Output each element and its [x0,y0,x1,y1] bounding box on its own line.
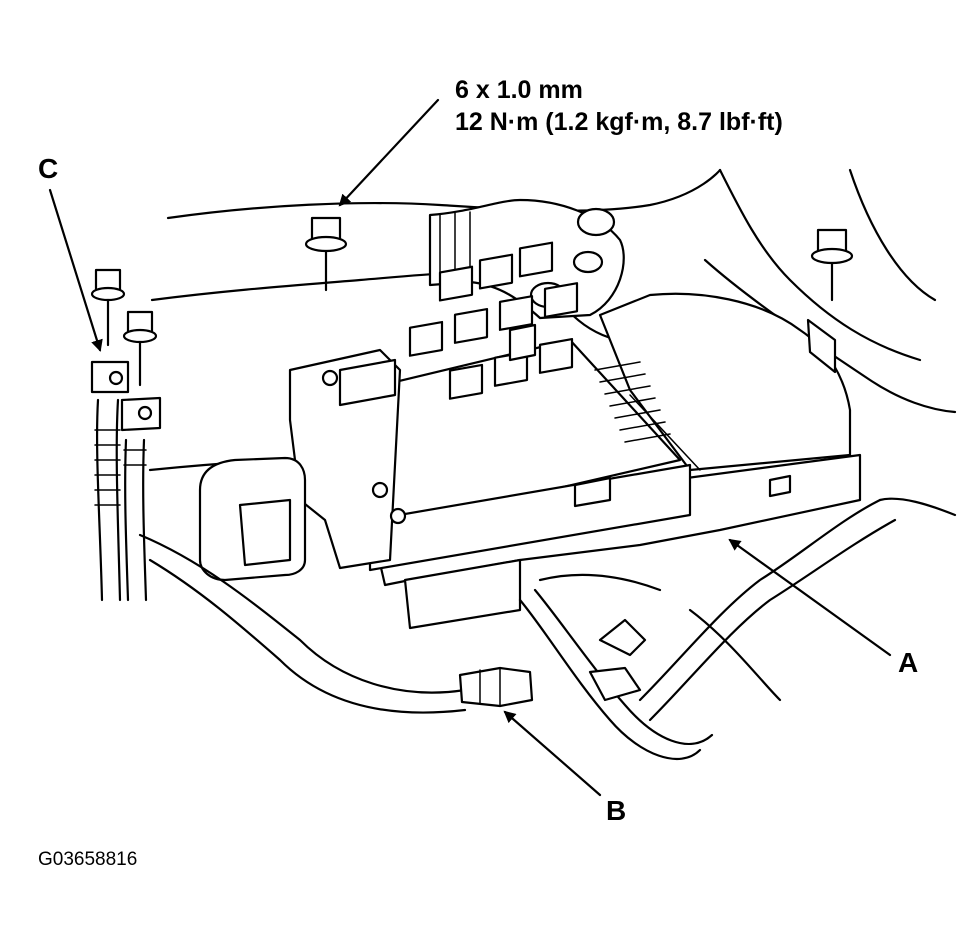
left-connector-housing [288,348,407,570]
callout-b-leader-arrow [503,710,602,797]
figure-id: G03658816 [38,849,137,870]
bolt-right [810,228,854,302]
fuse-relay-box [318,241,862,630]
callout-a-label: A [898,647,918,678]
callout-c-leader-arrow [48,188,103,352]
callout-b-label: B [606,795,626,826]
spec-torque: 12 N·m (1.2 kgf·m, 8.7 lbf·ft) [455,108,783,136]
fuse-slots [594,361,671,443]
front-left-cover [198,456,307,582]
connector-b [458,666,534,708]
bolt-left-1 [90,268,126,347]
callout-a-leader-arrow [728,538,892,657]
connector-right [588,618,647,702]
leader-lines [48,98,892,797]
spec-fastener-size: 6 x 1.0 mm [455,76,583,104]
wire-harness [138,498,897,760]
bolt-left-2 [122,310,158,387]
callout-c-label: C [38,153,58,184]
ground-terminals [90,360,162,602]
spec-leader-arrow [338,98,440,207]
bolt-center [304,216,348,292]
